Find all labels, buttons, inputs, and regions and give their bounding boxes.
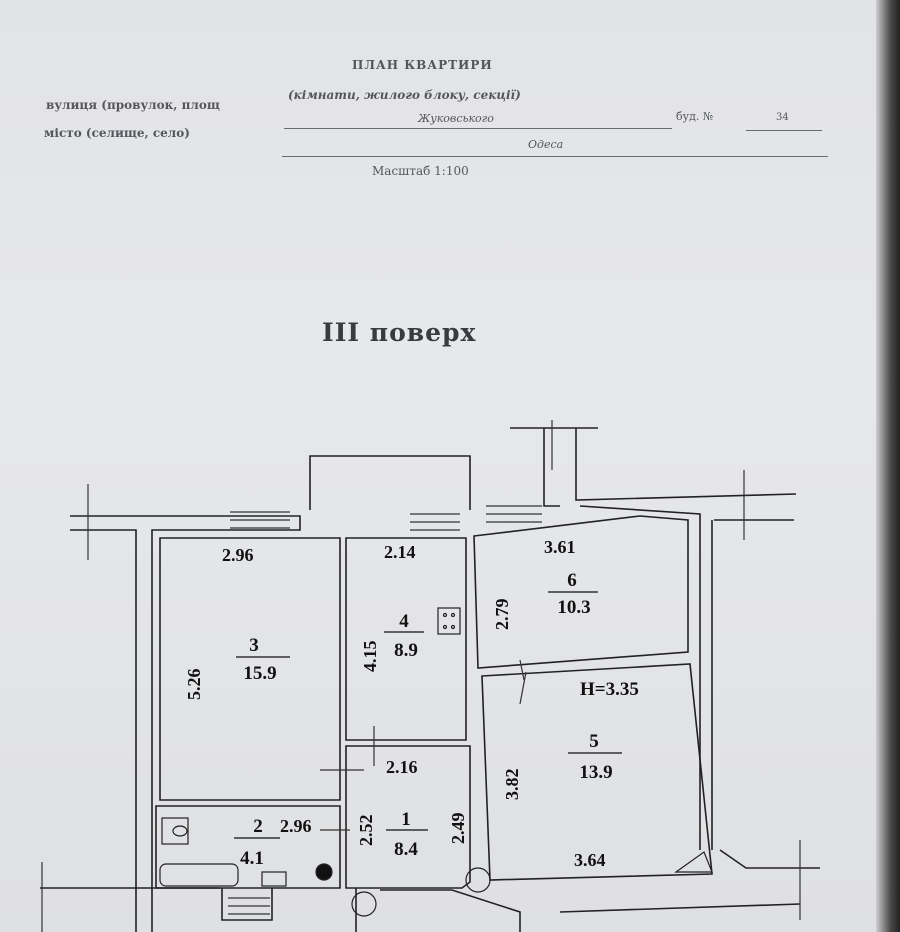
house-value: 34 <box>776 112 789 123</box>
room-4-id: 4 <box>399 611 409 632</box>
room-6-area: 10.3 <box>557 597 590 618</box>
plan-subtitle: (кімнати, жилого блоку, секції) <box>288 88 521 102</box>
room-4-width: 2.14 <box>384 542 416 562</box>
door-swing-icon <box>351 891 377 917</box>
room-3-length: 5.26 <box>184 669 204 701</box>
street-value: Жуковського <box>418 112 494 125</box>
room-2-area: 4.1 <box>240 848 264 869</box>
room-3-width: 2.96 <box>222 545 254 565</box>
city-underline <box>282 156 828 157</box>
house-label: буд. № <box>676 110 714 123</box>
city-label: місто (селище, село) <box>44 126 190 140</box>
stove-icon <box>437 607 461 635</box>
door-swing-icon <box>465 867 491 893</box>
house-underline <box>746 130 822 131</box>
room-1-length-left: 2.52 <box>356 815 376 847</box>
room-1-area: 8.4 <box>394 839 418 860</box>
room-5-area: 13.9 <box>579 762 612 783</box>
street-underline <box>284 128 672 129</box>
fixtures <box>159 607 713 917</box>
street-label: вулиця (провулок, площ <box>46 98 220 112</box>
city-value: Одеса <box>528 138 564 151</box>
walls <box>40 427 820 932</box>
room-1-id: 1 <box>401 809 411 830</box>
room-6-id: 6 <box>567 570 577 591</box>
bathtub-icon <box>159 863 239 887</box>
sheet-edge-shadow <box>876 0 900 932</box>
room-3-area: 15.9 <box>243 663 276 684</box>
floor-title: III поверх <box>322 318 477 347</box>
plan-title: ПЛАН КВАРТИРИ <box>352 58 493 72</box>
room-6-length: 2.79 <box>492 599 512 631</box>
toilet-icon <box>161 817 189 845</box>
chimney-icon <box>674 851 713 873</box>
room-5-length: 3.82 <box>502 769 522 801</box>
room-2-id: 2 <box>253 816 263 837</box>
room-1-width: 2.16 <box>386 757 418 777</box>
room-2-width: 2.96 <box>280 816 312 836</box>
ceiling-height: H=3.35 <box>580 679 639 700</box>
room-5-width: 3.64 <box>574 850 606 870</box>
room-4-length: 4.15 <box>360 641 380 673</box>
document-sheet: ПЛАН КВАРТИРИ (кімнати, жилого блоку, се… <box>0 0 880 932</box>
room-6-width: 3.61 <box>544 537 576 557</box>
floor-plan: 2.96 5.26 3 15.9 2.14 4.15 4 8.9 3.61 2.… <box>40 420 820 932</box>
room-3-id: 3 <box>249 635 259 656</box>
room-5-id: 5 <box>589 731 599 752</box>
room-4-area: 8.9 <box>394 640 418 661</box>
windows <box>41 420 801 932</box>
sink-icon <box>261 871 287 887</box>
scale-label: Масштаб 1:100 <box>372 164 469 178</box>
boiler-icon <box>315 863 333 881</box>
room-1-length-right: 2.49 <box>448 813 468 845</box>
